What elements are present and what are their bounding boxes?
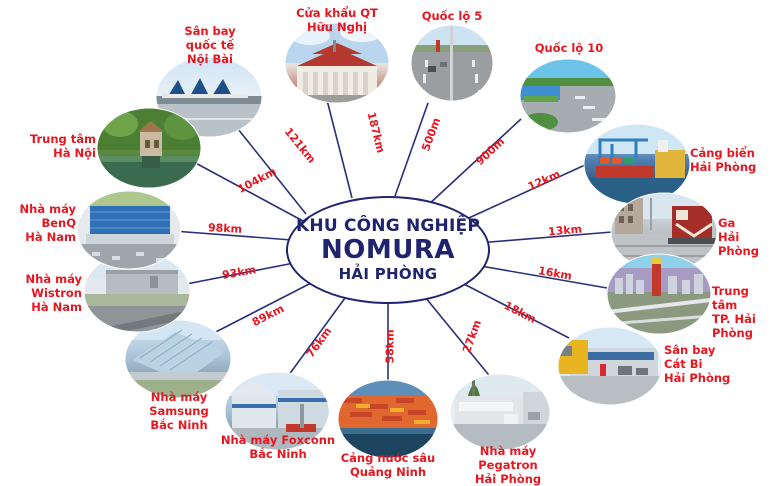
- caption-quang-ninh-deep-port: Cảng nước sâu Quảng Ninh: [340, 451, 436, 480]
- thumb-benq-factory[interactable]: [76, 190, 182, 270]
- caption-samsung-factory: Nhà máy Samsung Bắc Ninh: [149, 390, 209, 433]
- caption-benq-factory: Nhà máy BenQ Hà Nam: [19, 202, 76, 245]
- caption-hanoi-center: Trung tâm Hà Nội: [29, 132, 96, 161]
- wire-pegatron-factory: [424, 296, 498, 386]
- caption-noi-bai-airport: Sân bay quốc tế Nội Bài: [184, 24, 236, 67]
- hub-line-3: HẢI PHÒNG: [338, 264, 438, 283]
- caption-pegatron-factory: Nhà máy Pegatron Hải Phòng: [474, 444, 542, 486]
- caption-wistron-factory: Nhà máy Wistron Hà Nam: [25, 272, 82, 315]
- node-thumbnails: [76, 22, 718, 459]
- caption-huu-nghi-border: Cửa khẩu QT Hữu Nghị: [296, 6, 378, 35]
- caption-highway-10: Quốc lộ 10: [534, 41, 604, 55]
- caption-hai-phong-city-center: Trung tâm TP. Hải Phòng: [712, 284, 756, 341]
- caption-highway-5: Quốc lộ 5: [421, 9, 483, 23]
- center-hub: KHU CÔNG NGHIỆP NOMURA HẢI PHÒNG: [286, 196, 490, 304]
- wire-hanoi-center: [189, 159, 304, 222]
- thumb-pegatron-factory[interactable]: [449, 373, 551, 451]
- thumb-huu-nghi-border[interactable]: [284, 22, 390, 104]
- wire-huu-nghi-border: [326, 99, 353, 199]
- thumb-highway-10[interactable]: [519, 58, 617, 134]
- wire-benq-factory: [159, 229, 293, 241]
- wire-foxconn-factory: [282, 297, 346, 384]
- thumb-noi-bai-airport[interactable]: [155, 56, 263, 138]
- thumb-hai-phong-city-center[interactable]: [606, 253, 712, 335]
- thumb-quang-ninh-deep-port[interactable]: [337, 379, 439, 459]
- wire-hai-phong-seaport: [459, 164, 586, 223]
- thumb-cat-bi-airport[interactable]: [557, 326, 663, 406]
- caption-cat-bi-airport: Sân bay Cát Bi Hải Phòng: [664, 343, 731, 386]
- distance-benq-factory: 98km: [207, 221, 243, 236]
- wire-noi-bai-airport: [233, 123, 307, 215]
- wire-highway-5: [394, 102, 429, 197]
- wire-samsung-factory: [205, 281, 314, 338]
- thumb-hanoi-center[interactable]: [96, 107, 202, 189]
- hub-line-2: NOMURA: [321, 235, 455, 266]
- wire-hai-phong-station: [477, 231, 613, 244]
- distance-quang-ninh-deep-port: 58km: [383, 329, 397, 364]
- wire-hai-phong-city-center: [474, 264, 608, 289]
- caption-hai-phong-station: Ga Hải Phòng: [718, 216, 759, 259]
- thumb-hai-phong-seaport[interactable]: [583, 123, 691, 205]
- thumb-highway-5[interactable]: [410, 24, 494, 102]
- wire-cat-bi-airport: [459, 281, 570, 339]
- caption-foxconn-factory: Nhà máy Foxconn Bắc Ninh: [220, 433, 336, 462]
- wire-highway-10: [426, 118, 522, 207]
- thumb-foxconn-factory[interactable]: [224, 371, 330, 451]
- caption-hai-phong-seaport: Cảng biển Hải Phòng: [690, 146, 757, 175]
- hub-line-1: KHU CÔNG NGHIỆP: [296, 215, 480, 236]
